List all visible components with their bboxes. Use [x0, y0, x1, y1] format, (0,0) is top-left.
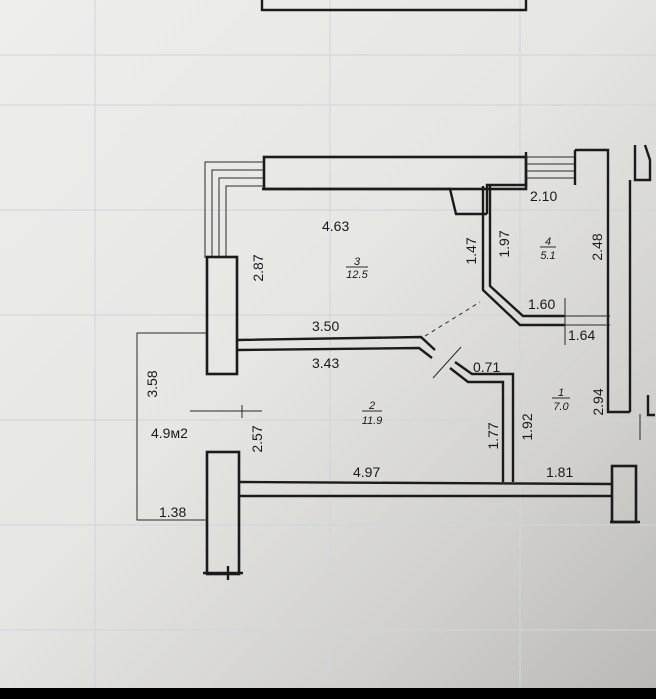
dim-room2-right-b: 1.92 — [519, 413, 535, 440]
dim-balcony-height: 3.58 — [144, 370, 160, 397]
dim-room4-left: 1.97 — [496, 230, 512, 257]
dim-room3-left: 2.87 — [250, 254, 266, 281]
svg-text:3: 3 — [354, 256, 361, 268]
balcony-area: 4.9м2 — [151, 425, 188, 441]
balcony-outline — [136, 332, 641, 521]
dim-door-width: 0.71 — [473, 359, 500, 375]
dim-room2-right-a: 1.77 — [485, 422, 501, 449]
dim-room2-left: 2.57 — [249, 425, 265, 452]
svg-text:7.0: 7.0 — [553, 401, 569, 413]
door-marks — [424, 301, 481, 379]
dim-room2-bottom: 4.97 — [353, 464, 380, 480]
dim-room4-top: 2.10 — [530, 188, 557, 204]
dim-room4-bottom: 1.60 — [528, 296, 555, 312]
svg-text:5.1: 5.1 — [540, 250, 555, 262]
dim-room3-right: 1.47 — [463, 237, 479, 264]
room-1-label: 1 7.0 — [552, 387, 570, 413]
dimension-labels: 4.63 2.87 1.47 2.10 1.97 2.48 1.60 1.64 … — [144, 188, 606, 520]
room-4-label: 4 5.1 — [540, 236, 556, 262]
dim-room1-right: 2.94 — [590, 388, 606, 415]
svg-text:2: 2 — [368, 400, 375, 412]
svg-text:4: 4 — [545, 236, 551, 248]
dim-room1-bottom: 1.81 — [546, 464, 573, 480]
room-2-label: 2 11.9 — [362, 400, 383, 427]
dim-wall-upper: 3.50 — [312, 318, 339, 334]
bottom-black-bar — [0, 688, 656, 699]
svg-text:12.5: 12.5 — [346, 269, 368, 281]
svg-text:1: 1 — [558, 387, 564, 399]
dim-room4-right: 2.48 — [589, 233, 605, 260]
adjacent-plan-fragment — [260, 0, 528, 12]
exterior-walls — [203, 144, 655, 580]
dim-wall-lower: 3.43 — [312, 355, 339, 371]
dim-balcony-width: 1.38 — [159, 504, 186, 520]
interior-walls — [236, 186, 610, 482]
room-labels: 3 12.5 4 5.1 2 11.9 1 7.0 — [346, 236, 570, 427]
svg-text:11.9: 11.9 — [362, 415, 383, 427]
room-3-label: 3 12.5 — [346, 256, 369, 281]
dim-room3-width: 4.63 — [322, 218, 349, 234]
dim-room4-step: 1.64 — [568, 327, 595, 343]
